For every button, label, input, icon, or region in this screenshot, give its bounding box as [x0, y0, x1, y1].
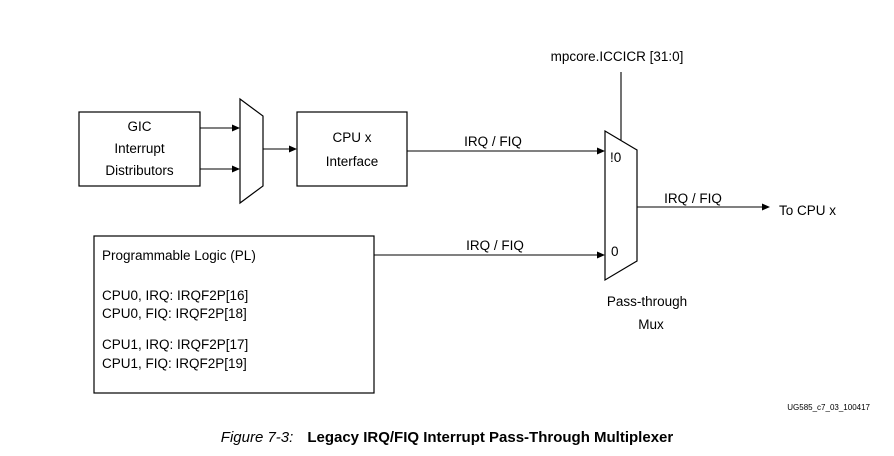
mux-input-not0-label: !0 [610, 150, 621, 165]
arrowhead [597, 251, 605, 259]
input-mux-shape [239, 97, 264, 205]
pl-cpu0-fiq: CPU0, FIQ: IRQF2P[18] [102, 306, 247, 321]
figure-title: Legacy IRQ/FIQ Interrupt Pass-Through Mu… [307, 429, 674, 446]
irq-fiq-output-label: IRQ / FIQ [664, 191, 722, 206]
arrowhead [762, 203, 770, 211]
cpu-interface-label-line2: Interface [326, 154, 379, 169]
arrowhead [232, 165, 240, 173]
arrowhead [232, 124, 240, 132]
figure-number: Figure 7-3: [220, 429, 294, 446]
figure-id: UG585_c7_03_100417 [787, 403, 870, 412]
control-signal-label: mpcore.ICCICR [31:0] [551, 49, 684, 64]
figure-caption: Figure 7-3: Legacy IRQ/FIQ Interrupt Pass… [0, 429, 894, 446]
mux-caption-line1: Pass-through [607, 294, 687, 309]
mux-input-0-label: 0 [611, 244, 619, 259]
gic-label-line3: Distributors [105, 163, 174, 178]
gic-label-line2: Interrupt [114, 141, 165, 156]
pl-cpu1-irq: CPU1, IRQ: IRQF2P[17] [102, 337, 248, 352]
irq-fiq-top-label: IRQ / FIQ [464, 134, 522, 149]
gic-distributor-block [78, 111, 201, 187]
to-cpu-label: To CPU x [779, 203, 836, 218]
cpu-interface-block [296, 111, 408, 187]
pl-cpu0-irq: CPU0, IRQ: IRQF2P[16] [102, 288, 248, 303]
irq-fiq-bottom-label: IRQ / FIQ [466, 238, 524, 253]
gic-label-line1: GIC [127, 119, 151, 134]
pl-cpu1-fiq: CPU1, FIQ: IRQF2P[19] [102, 356, 247, 371]
arrowhead [597, 147, 605, 155]
pl-title: Programmable Logic (PL) [102, 248, 256, 263]
arrowhead [289, 145, 297, 153]
mux-caption-line2: Mux [638, 317, 664, 332]
pass-through-mux-shape [604, 129, 638, 282]
programmable-logic-block [93, 235, 375, 394]
cpu-interface-label-line1: CPU x [332, 130, 371, 145]
